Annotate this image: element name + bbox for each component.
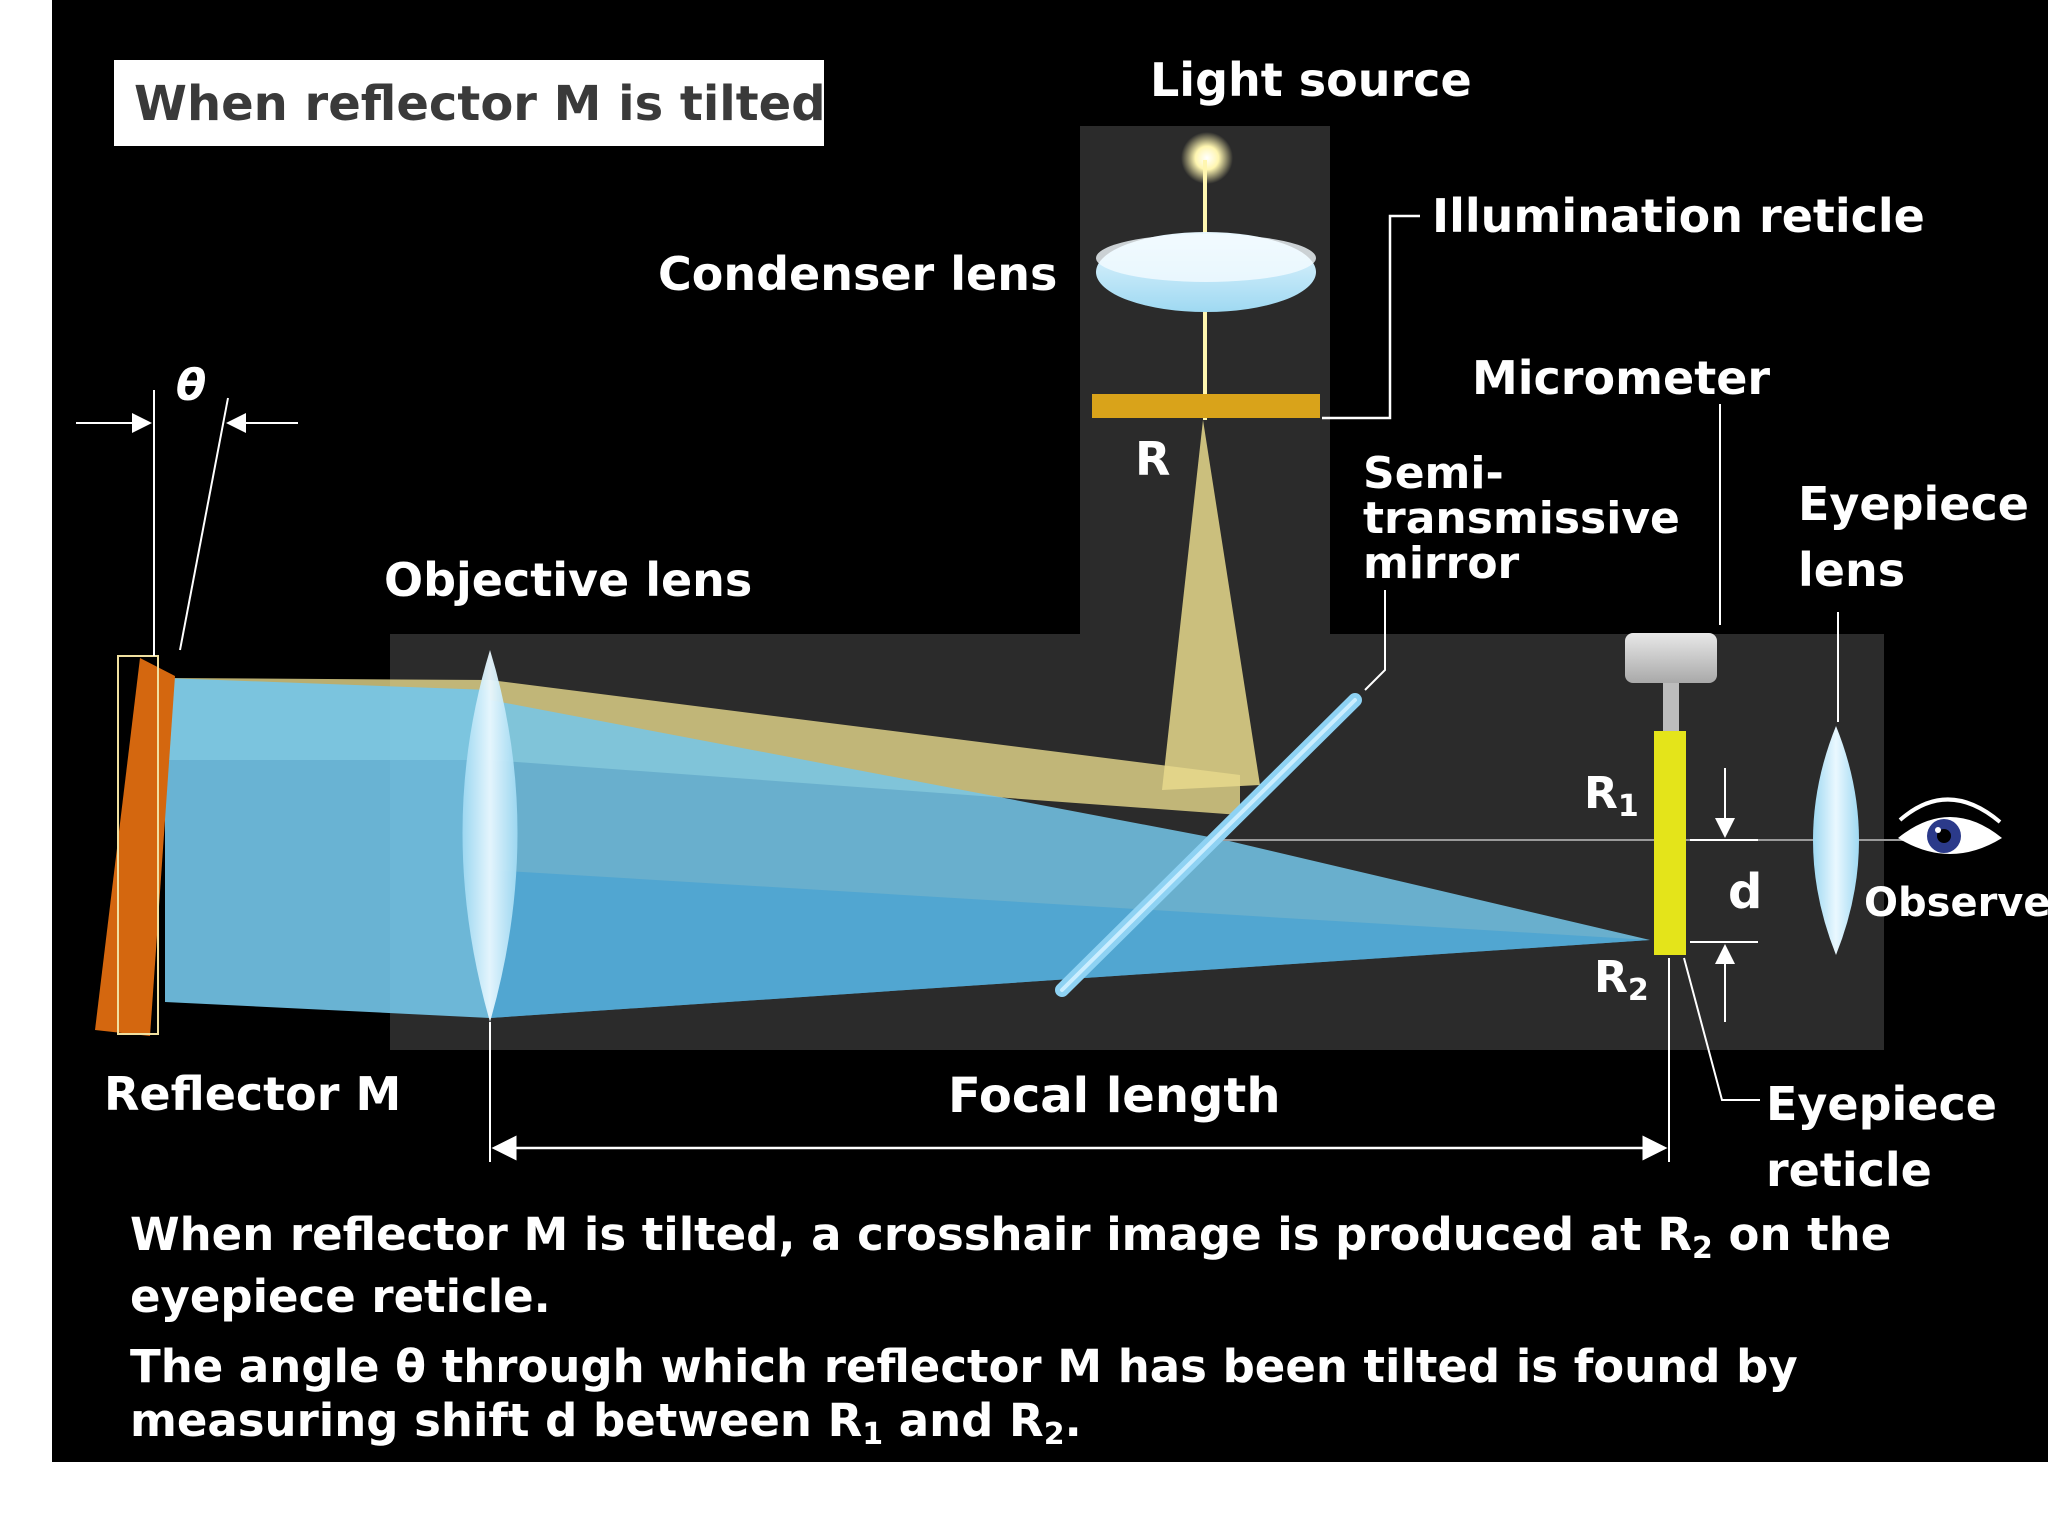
mirror-highlight bbox=[1060, 698, 1357, 992]
eyepiece-lens bbox=[1813, 726, 1859, 955]
title-box-text: When reflector M is tilted bbox=[134, 76, 826, 132]
mirror-leader bbox=[1364, 590, 1386, 691]
title-box bbox=[114, 60, 824, 146]
eyepiece-reticle-label-1: Eyepiece bbox=[1766, 1077, 1997, 1131]
caption-p1-line1: When reflector M is tilted, a crosshair … bbox=[130, 1208, 1891, 1266]
r-label: R bbox=[1135, 432, 1170, 486]
condenser-lens-label: Condenser lens bbox=[658, 247, 1057, 301]
illumination-reticle-leader bbox=[1322, 214, 1420, 420]
light-source-glow bbox=[1181, 132, 1233, 184]
blue-beam-collimated bbox=[165, 678, 490, 1018]
reflector-m-label: Reflector M bbox=[104, 1067, 401, 1121]
theta-ref-tilted bbox=[179, 397, 229, 651]
d-label: d bbox=[1728, 864, 1762, 920]
illumination-cone bbox=[1162, 420, 1260, 790]
eyepiece-lens-label-1: Eyepiece bbox=[1798, 477, 2029, 531]
eyepiece-reticle bbox=[1654, 731, 1686, 955]
eyepiece-reticle-leader bbox=[1683, 957, 1760, 1101]
semi-transmissive-label-2: transmissive bbox=[1363, 493, 1680, 544]
caption-p1-line2: eyepiece reticle. bbox=[130, 1270, 551, 1323]
observer-label: Observer bbox=[1864, 880, 2048, 926]
semi-transmissive-label-3: mirror bbox=[1363, 538, 1520, 589]
reflector-m bbox=[95, 658, 175, 1036]
observer-eye-icon bbox=[1898, 797, 2002, 854]
objective-lens bbox=[462, 650, 518, 1022]
blue-beam-lower bbox=[490, 870, 1650, 1018]
micrometer-knob bbox=[1625, 633, 1717, 683]
micrometer-label: Micrometer bbox=[1472, 351, 1770, 405]
focal-length-label: Focal length bbox=[948, 1068, 1280, 1124]
yellow-beam bbox=[490, 680, 1240, 815]
illumination-reticle-label: Illumination reticle bbox=[1432, 189, 1925, 243]
objective-lens-label: Objective lens bbox=[384, 553, 752, 607]
illumination-reticle bbox=[1092, 394, 1320, 418]
light-source-label: Light source bbox=[1150, 53, 1472, 107]
r2-label: R2 bbox=[1594, 952, 1649, 1008]
semi-transmissive-label-1: Semi- bbox=[1363, 448, 1504, 499]
theta-label: θ bbox=[176, 360, 206, 411]
reflector-m-outline bbox=[117, 655, 159, 1035]
micrometer-stem bbox=[1663, 683, 1679, 731]
eyepiece-lens-label-2: lens bbox=[1798, 543, 1905, 597]
r1-label: R1 bbox=[1584, 768, 1639, 824]
eyepiece-reticle-label-2: reticle bbox=[1766, 1143, 1932, 1197]
caption-p2-line2: measuring shift d between R1 and R2. bbox=[130, 1394, 1082, 1452]
caption-p2-line1: The angle θ through which reflector M ha… bbox=[130, 1340, 1798, 1393]
condenser-lens-top bbox=[1096, 234, 1316, 282]
